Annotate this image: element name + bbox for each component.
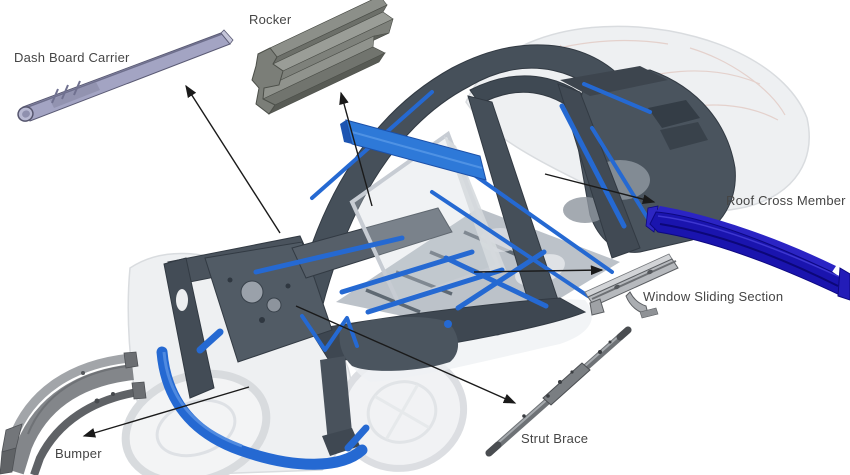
arrow-to-bumper xyxy=(82,386,250,438)
label-roof-cross-member: Roof Cross Member xyxy=(726,193,846,208)
arrow-to-rocker xyxy=(339,91,373,207)
arrow-to-dash-board-carrier xyxy=(185,84,281,234)
rocker-part xyxy=(251,0,394,115)
label-dash-board-carrier: Dash Board Carrier xyxy=(14,50,130,65)
label-strut-brace: Strut Brace xyxy=(521,431,589,446)
blue-braces xyxy=(156,82,652,470)
label-bumper: Bumper xyxy=(55,446,102,461)
installed-bumper-beam xyxy=(156,346,368,470)
roof-cross-member-part xyxy=(645,205,850,301)
arrow-to-strut-brace xyxy=(295,305,517,404)
label-rocker: Rocker xyxy=(249,12,292,27)
installed-roof-band xyxy=(340,119,487,181)
arrow-to-roof-cross-member xyxy=(544,173,656,204)
dash-board-carrier-part xyxy=(17,29,234,122)
bumper-part xyxy=(0,351,147,475)
window-sliding-section-part xyxy=(584,253,679,319)
label-window-sliding-section: Window Sliding Section xyxy=(643,289,784,304)
strut-brace-part xyxy=(485,326,632,457)
callout-arrows xyxy=(82,84,656,438)
arrow-to-window-sliding-section xyxy=(473,265,604,276)
